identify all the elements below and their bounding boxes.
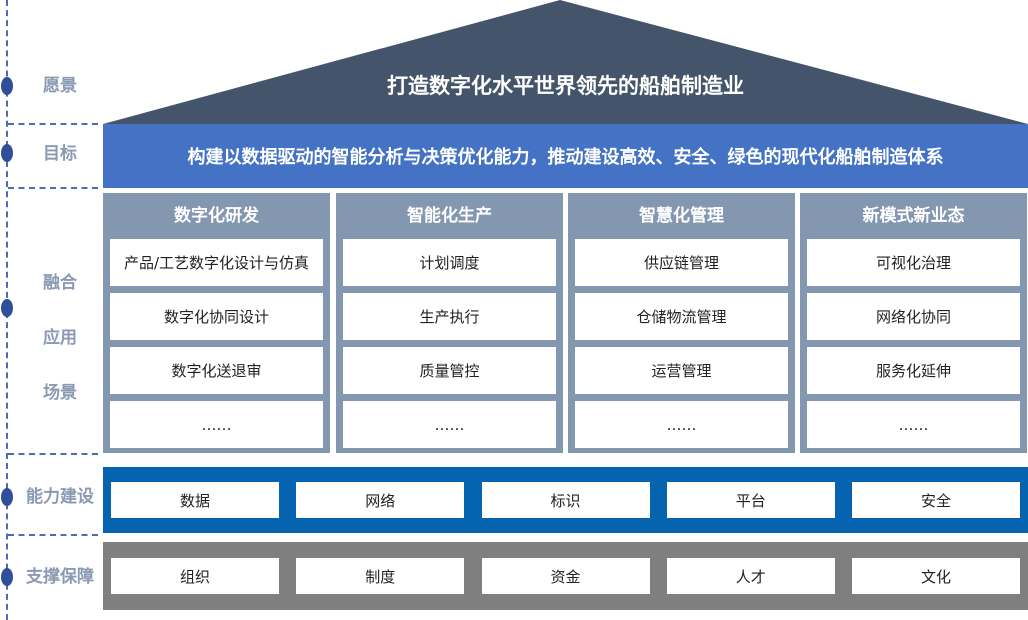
- label-goal: 目标: [43, 144, 77, 164]
- support-band: 组织 制度 资金 人才 文化: [103, 542, 1028, 610]
- label-support: 支撑保障: [26, 567, 94, 587]
- label-capability: 能力建设: [26, 487, 94, 507]
- list-item: ……: [343, 401, 556, 448]
- timeline-dot: [1, 77, 13, 95]
- list-item: 数字化协同设计: [110, 293, 323, 340]
- column-title: 智能化生产: [407, 206, 492, 226]
- label-scenarios: 融合 应用 场景: [43, 273, 77, 403]
- column-title: 数字化研发: [174, 206, 259, 226]
- list-item: 计划调度: [343, 239, 556, 286]
- divider: [8, 123, 98, 125]
- timeline-dot: [1, 144, 13, 162]
- list-item: ……: [575, 401, 788, 448]
- timeline-dot: [1, 568, 13, 586]
- column-title: 智慧化管理: [639, 206, 724, 226]
- list-item: 可视化治理: [807, 239, 1020, 286]
- list-item: 质量管控: [343, 347, 556, 394]
- timeline-dot: [1, 488, 13, 506]
- label-vision: 愿景: [43, 76, 77, 96]
- list-item: 网络化协同: [807, 293, 1020, 340]
- capability-band: 数据 网络 标识 平台 安全: [103, 467, 1028, 533]
- vision-title: 打造数字化水平世界领先的船舶制造业: [387, 74, 744, 98]
- list-item: 供应链管理: [575, 239, 788, 286]
- support-item: 组织: [111, 558, 279, 594]
- divider: [8, 534, 98, 536]
- roof: [103, 0, 1028, 124]
- support-item: 文化: [852, 558, 1020, 594]
- list-item: 产品/工艺数字化设计与仿真: [110, 239, 323, 286]
- list-item: 仓储物流管理: [575, 293, 788, 340]
- column-rd: 数字化研发 产品/工艺数字化设计与仿真 数字化协同设计 数字化送退审 ……: [103, 193, 330, 453]
- list-item: 运营管理: [575, 347, 788, 394]
- goal-bar: 构建以数据驱动的智能分析与决策优化能力，推动建设高效、安全、绿色的现代化船舶制造…: [103, 124, 1028, 188]
- column-title: 新模式新业态: [862, 206, 965, 226]
- capability-item: 数据: [111, 482, 279, 518]
- timeline-dot: [1, 299, 13, 317]
- support-item: 资金: [481, 558, 650, 594]
- capability-item: 平台: [666, 482, 835, 518]
- support-item: 人才: [666, 558, 835, 594]
- capability-item: 网络: [296, 482, 465, 518]
- column-production: 智能化生产 计划调度 生产执行 质量管控 ……: [336, 193, 563, 453]
- capability-item: 安全: [852, 482, 1020, 518]
- list-item: 生产执行: [343, 293, 556, 340]
- divider: [8, 453, 98, 455]
- list-item: 服务化延伸: [807, 347, 1020, 394]
- list-item: ……: [807, 401, 1020, 448]
- column-management: 智慧化管理 供应链管理 仓储物流管理 运营管理 ……: [568, 193, 795, 453]
- support-item: 制度: [296, 558, 465, 594]
- list-item: ……: [110, 401, 323, 448]
- column-new-model: 新模式新业态 可视化治理 网络化协同 服务化延伸 ……: [800, 193, 1027, 453]
- list-item: 数字化送退审: [110, 347, 323, 394]
- divider: [8, 187, 98, 189]
- capability-item: 标识: [481, 482, 650, 518]
